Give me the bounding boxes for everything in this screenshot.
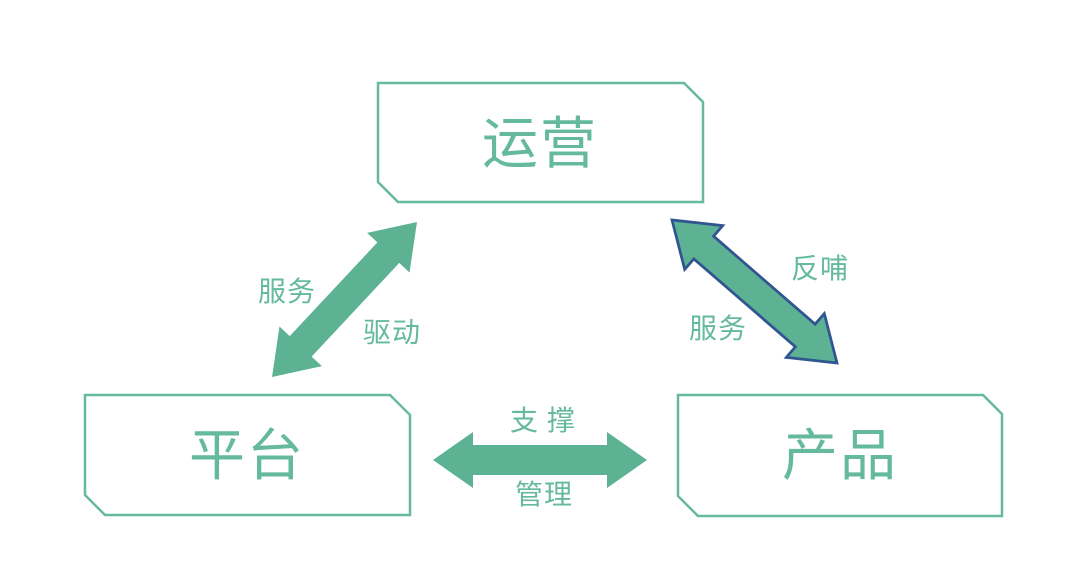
edge-platform-product-label-lower: 管理 xyxy=(514,478,574,511)
node-operations-box xyxy=(376,81,705,204)
arrow-platform-operations xyxy=(272,222,417,377)
node-product-box xyxy=(676,393,1004,518)
edge-operations-product-label-upper: 反哺 xyxy=(790,252,850,285)
arrow-operations-product xyxy=(670,218,839,365)
edge-platform-operations-label-lower: 驱动 xyxy=(362,316,422,349)
edge-platform-operations-label-upper: 服务 xyxy=(257,275,317,308)
arrow-platform-product xyxy=(433,432,647,488)
node-platform-box xyxy=(83,393,412,517)
edge-operations-product-label-lower: 服务 xyxy=(688,312,748,345)
node-operations-label: 运营 xyxy=(482,112,598,177)
edge-platform-product-label-upper: 支撑 xyxy=(509,404,585,437)
node-product-label: 产品 xyxy=(782,424,898,489)
node-platform-label: 平台 xyxy=(189,424,305,489)
